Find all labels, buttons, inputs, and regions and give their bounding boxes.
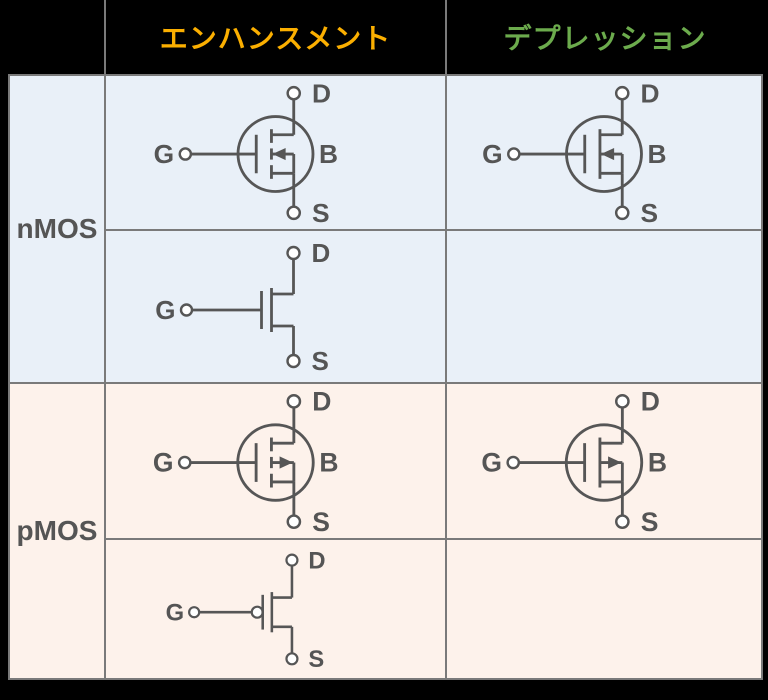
source-label: S xyxy=(640,198,658,228)
gate-terminal xyxy=(188,606,201,619)
depletion-column-header: デプレッション xyxy=(445,0,763,74)
gate-label: G xyxy=(153,448,174,478)
pmos-simplified-symbol: G D S xyxy=(166,547,326,673)
pmos-depletion-empty-cell xyxy=(445,538,763,680)
pmos-enhancement-full-cell: G D S B xyxy=(104,382,445,538)
source-terminal xyxy=(286,514,302,530)
gate-bubble-icon xyxy=(250,605,264,619)
source-label: S xyxy=(312,198,330,228)
drain-terminal xyxy=(286,245,301,261)
pmos-simplified-cell: G D S xyxy=(104,538,445,680)
nmos-simplified-cell: G D S xyxy=(104,229,445,382)
nmos-simplified-symbol: G D S xyxy=(155,238,331,376)
gate-label: G xyxy=(481,448,502,478)
nmos-depletion-full-cell: G D S B xyxy=(445,74,763,229)
gate-terminal xyxy=(177,455,192,470)
drain-terminal xyxy=(286,393,302,409)
enhancement-header-label: エンハンスメント xyxy=(159,23,392,54)
drain-label: D xyxy=(640,78,659,108)
bulk-arrow-out-icon xyxy=(608,456,622,469)
bulk-label: B xyxy=(319,448,338,478)
gate-terminal xyxy=(179,303,194,317)
source-terminal xyxy=(615,514,630,530)
gate-label: G xyxy=(155,295,175,325)
gate-terminal xyxy=(178,147,193,161)
nmos-label-text: nMOS xyxy=(16,213,98,244)
bulk-arrow-in-icon xyxy=(600,147,615,161)
drain-terminal xyxy=(285,553,299,567)
drain-label: D xyxy=(641,387,660,417)
bulk-label: B xyxy=(648,448,667,478)
source-label: S xyxy=(312,507,330,537)
gate-terminal xyxy=(507,147,521,161)
drain-label: D xyxy=(312,78,331,108)
pmos-depletion-full-cell: G D S B xyxy=(445,382,763,538)
source-terminal xyxy=(614,205,630,221)
nmos-depletion-empty-cell xyxy=(445,229,763,382)
pmos-enhancement-full-symbol: G D S B xyxy=(153,387,339,537)
drain-label: D xyxy=(308,547,325,574)
bulk-arrow-out-icon xyxy=(279,456,293,469)
pmos-depletion-full-symbol: G D S B xyxy=(481,387,667,537)
drain-label: D xyxy=(312,238,331,268)
nmos-enhancement-full-symbol: G D S B xyxy=(154,78,338,228)
bulk-arrow-in-icon xyxy=(272,147,286,161)
nmos-depletion-full-symbol: G D S B xyxy=(482,78,667,228)
drain-terminal xyxy=(615,393,630,409)
bulk-label: B xyxy=(648,139,667,169)
drain-terminal xyxy=(614,85,630,101)
nmos-row-label: nMOS xyxy=(8,74,104,382)
pmos-row-label: pMOS xyxy=(8,382,104,680)
source-terminal xyxy=(285,652,299,666)
mosfet-symbol-table: エンハンスメント デプレッション nMOS G D S xyxy=(8,0,763,680)
nmos-enhancement-full-cell: G D S B xyxy=(104,74,445,229)
drain-label: D xyxy=(312,387,331,417)
enhancement-column-header: エンハンスメント xyxy=(104,0,445,74)
bulk-label: B xyxy=(319,139,338,169)
source-terminal xyxy=(286,353,301,369)
gate-label: G xyxy=(166,599,184,626)
gate-label: G xyxy=(482,139,502,169)
source-label: S xyxy=(312,346,329,376)
depletion-header-label: デプレッション xyxy=(503,23,707,54)
drain-terminal xyxy=(286,85,302,101)
gate-terminal xyxy=(506,455,521,470)
source-label: S xyxy=(641,507,659,537)
source-label: S xyxy=(308,646,324,673)
corner-cell xyxy=(8,0,104,74)
gate-label: G xyxy=(154,139,174,169)
source-terminal xyxy=(286,205,302,221)
pmos-label-text: pMOS xyxy=(16,515,98,546)
